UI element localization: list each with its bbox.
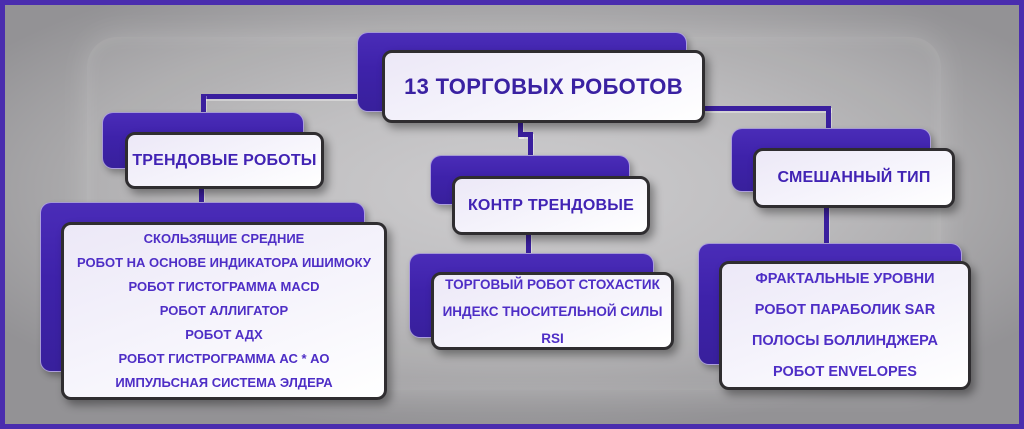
list-item: ФРАКТАЛЬНЫЕ УРОВНИ <box>755 270 935 287</box>
list-item: ПОЛОСЫ БОЛЛИНДЖЕРА <box>751 332 939 349</box>
header-counter: КОНТР ТРЕНДОВЫЕ <box>452 176 650 235</box>
connector-middle-vertical-2 <box>528 132 533 158</box>
connector-left-horizontal <box>201 94 383 99</box>
connector-middle-vertical-3 <box>526 231 531 257</box>
list-item: РОБОТ ПАРАБОЛИК SAR <box>754 301 936 318</box>
header-mixed: СМЕШАННЫЙ ТИП <box>753 148 955 208</box>
list-item: ТОРГОВЫЙ РОБОТ СТОХАСТИК <box>445 276 660 292</box>
header-trend: ТРЕНДОВЫЕ РОБОТЫ <box>125 132 324 189</box>
connector-middle-vertical-1 <box>518 119 523 137</box>
list-mixed: ФРАКТАЛЬНЫЕ УРОВНИ РОБОТ ПАРАБОЛИК SAR П… <box>719 261 971 390</box>
connector-left-vertical-top <box>201 94 206 116</box>
connector-right-vertical-mid <box>824 204 829 246</box>
list-item: РОБОТ НА ОСНОВЕ ИНДИКАТОРА ИШИМОКУ <box>77 255 371 270</box>
header-trend-text: ТРЕНДОВЫЕ РОБОТЫ <box>132 151 317 169</box>
title-text: 13 ТОРГОВЫХ РОБОТОВ <box>404 73 683 99</box>
list-item: СКОЛЬЗЯЩИЕ СРЕДНИЕ <box>143 231 305 246</box>
list-item: РОБОТ АЛЛИГАТОР <box>159 303 289 318</box>
list-item: ИНДЕКС ТНОСИТЕЛЬНОЙ СИЛЫ RSI <box>442 303 663 346</box>
list-item: РОБОТ ГИСТРОГРАММА АС * АО <box>118 351 330 366</box>
connector-right-vertical-top <box>826 106 831 132</box>
list-counter: ТОРГОВЫЙ РОБОТ СТОХАСТИК ИНДЕКС ТНОСИТЕЛ… <box>431 272 674 350</box>
list-item: РОБОТ ГИСТОГРАММА MACD <box>128 279 320 294</box>
connector-left-vertical-mid <box>199 185 204 205</box>
list-item: РОБОТ ENVELOPES <box>773 363 917 380</box>
connector-right-horizontal <box>702 106 831 111</box>
list-item: ИМПУЛЬСНАЯ СИСТЕМА ЭЛДЕРА <box>115 375 333 390</box>
list-trend: СКОЛЬЗЯЩИЕ СРЕДНИЕ РОБОТ НА ОСНОВЕ ИНДИК… <box>61 222 387 400</box>
header-counter-text: КОНТР ТРЕНДОВЫЕ <box>467 196 635 214</box>
list-item: РОБОТ АДХ <box>185 327 263 342</box>
header-mixed-text: СМЕШАННЫЙ ТИП <box>777 169 931 186</box>
connector-middle-jog <box>518 132 533 137</box>
title-node: 13 ТОРГОВЫХ РОБОТОВ <box>382 50 705 123</box>
